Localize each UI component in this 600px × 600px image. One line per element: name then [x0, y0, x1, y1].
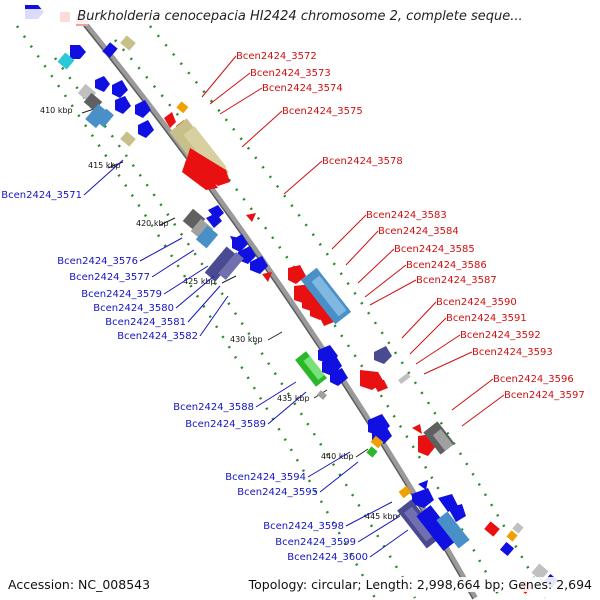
tick-label-420: 420 kbp: [136, 219, 169, 228]
gene-label[interactable]: Bcen2424_3589: [185, 419, 266, 430]
gene-label[interactable]: Bcen2424_3587: [416, 275, 497, 286]
tick-label-430: 430 kbp: [230, 335, 263, 344]
tick-label-440: 440 kbp: [321, 452, 354, 461]
gene-label[interactable]: Bcen2424_3594: [225, 472, 306, 483]
gene-label[interactable]: Bcen2424_3590: [436, 297, 517, 308]
tick-label-410: 410 kbp: [40, 106, 73, 115]
leaders-left: [83, 159, 409, 558]
gene-label[interactable]: Bcen2424_3576: [57, 256, 138, 267]
gene-label[interactable]: Bcen2424_3585: [394, 244, 475, 255]
gene-label[interactable]: Bcen2424_3591: [446, 313, 527, 324]
gene-label[interactable]: Bcen2424_3580: [93, 303, 174, 314]
gene-label[interactable]: Bcen2424_3592: [460, 330, 541, 341]
gene-label[interactable]: Bcen2424_3584: [378, 226, 459, 237]
gene-label[interactable]: Bcen2424_3595: [237, 487, 318, 498]
tick-label-415: 415 kbp: [88, 161, 121, 170]
gene-label[interactable]: Bcen2424_3599: [275, 537, 356, 548]
gene-label[interactable]: Bcen2424_3578: [322, 156, 403, 167]
gene-label[interactable]: Bcen2424_3598: [263, 521, 344, 532]
tick-label-445: 445 kbp: [365, 512, 398, 521]
gene-label[interactable]: Bcen2424_3600: [287, 552, 368, 563]
gene-label[interactable]: Bcen2424_3577: [69, 272, 150, 283]
gene-label[interactable]: Bcen2424_3571: [1, 190, 82, 201]
gene-label[interactable]: Bcen2424_3581: [105, 317, 186, 328]
tick-label-435: 435 kbp: [277, 394, 310, 403]
leaders-right: [201, 55, 505, 427]
gene-label[interactable]: Bcen2424_3572: [236, 51, 317, 62]
gene-label[interactable]: Bcen2424_3579: [81, 289, 162, 300]
gene-label[interactable]: Bcen2424_3586: [406, 260, 487, 271]
scale-ticks: [81, 107, 409, 518]
map-title: Burkholderia cenocepacia HI2424 chromoso…: [0, 9, 600, 24]
gene-label[interactable]: Bcen2424_3583: [366, 210, 447, 221]
gene-label[interactable]: Bcen2424_3582: [117, 331, 198, 342]
gene-label[interactable]: Bcen2424_3597: [504, 390, 585, 401]
tick-label-425: 425 kbp: [183, 277, 216, 286]
gene-label[interactable]: Bcen2424_3593: [472, 347, 553, 358]
gene-label[interactable]: Bcen2424_3588: [173, 402, 254, 413]
gene-label[interactable]: Bcen2424_3574: [262, 83, 343, 94]
accession-text: Accession: NC_008543: [8, 577, 151, 592]
gene-label[interactable]: Bcen2424_3575: [282, 106, 363, 117]
track-guides: [15, 25, 547, 599]
topology-text: Topology: circular; Length: 2,998,664 bp…: [248, 577, 592, 592]
gene-label[interactable]: Bcen2424_3573: [250, 68, 331, 79]
gene-label[interactable]: Bcen2424_3596: [493, 374, 574, 385]
